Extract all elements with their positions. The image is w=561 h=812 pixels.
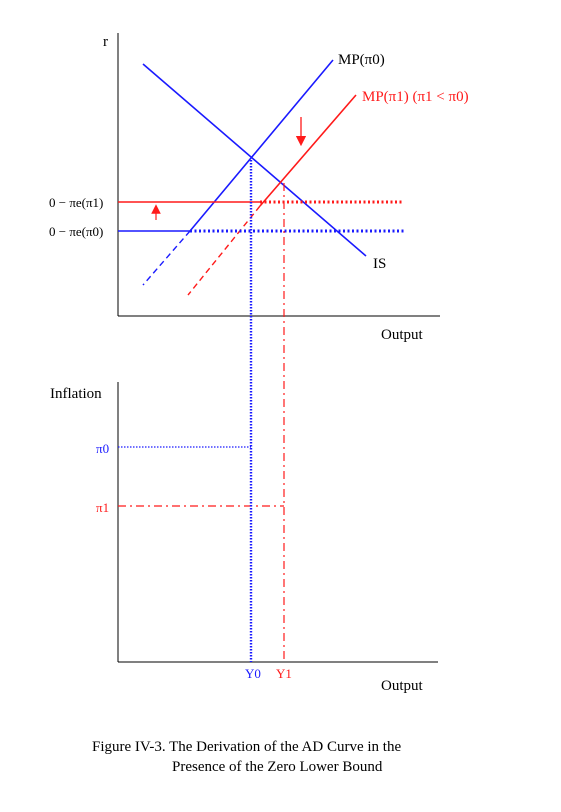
tick-pi1: π1 bbox=[96, 500, 109, 515]
level-pi1-label: 0 − πe(π1) bbox=[49, 195, 103, 210]
top-y-axis-label: r bbox=[103, 34, 108, 50]
bottom-y-axis-label: Inflation bbox=[50, 386, 102, 402]
mp1-curve bbox=[259, 94, 357, 207]
caption-line-2: Presence of the Zero Lower Bound bbox=[172, 759, 383, 775]
tick-y1: Y1 bbox=[276, 666, 292, 681]
caption-line-1: Figure IV-3. The Derivation of the AD Cu… bbox=[92, 739, 402, 755]
mp0-curve-label: MP(π0) bbox=[338, 52, 385, 68]
level-pi0-label: 0 − πe(π0) bbox=[49, 224, 103, 239]
is-curve-label: IS bbox=[373, 256, 386, 272]
top-x-axis-label: Output bbox=[381, 327, 424, 343]
mp1-curve-dashed bbox=[187, 205, 261, 296]
mp1-curve-label: MP(π1) (π1 < π0) bbox=[362, 89, 469, 105]
mp0-curve-dashed bbox=[142, 230, 191, 286]
is-curve bbox=[142, 63, 367, 257]
tick-pi0: π0 bbox=[96, 441, 109, 456]
bottom-x-axis-label: Output bbox=[381, 678, 424, 694]
tick-y0: Y0 bbox=[245, 666, 261, 681]
